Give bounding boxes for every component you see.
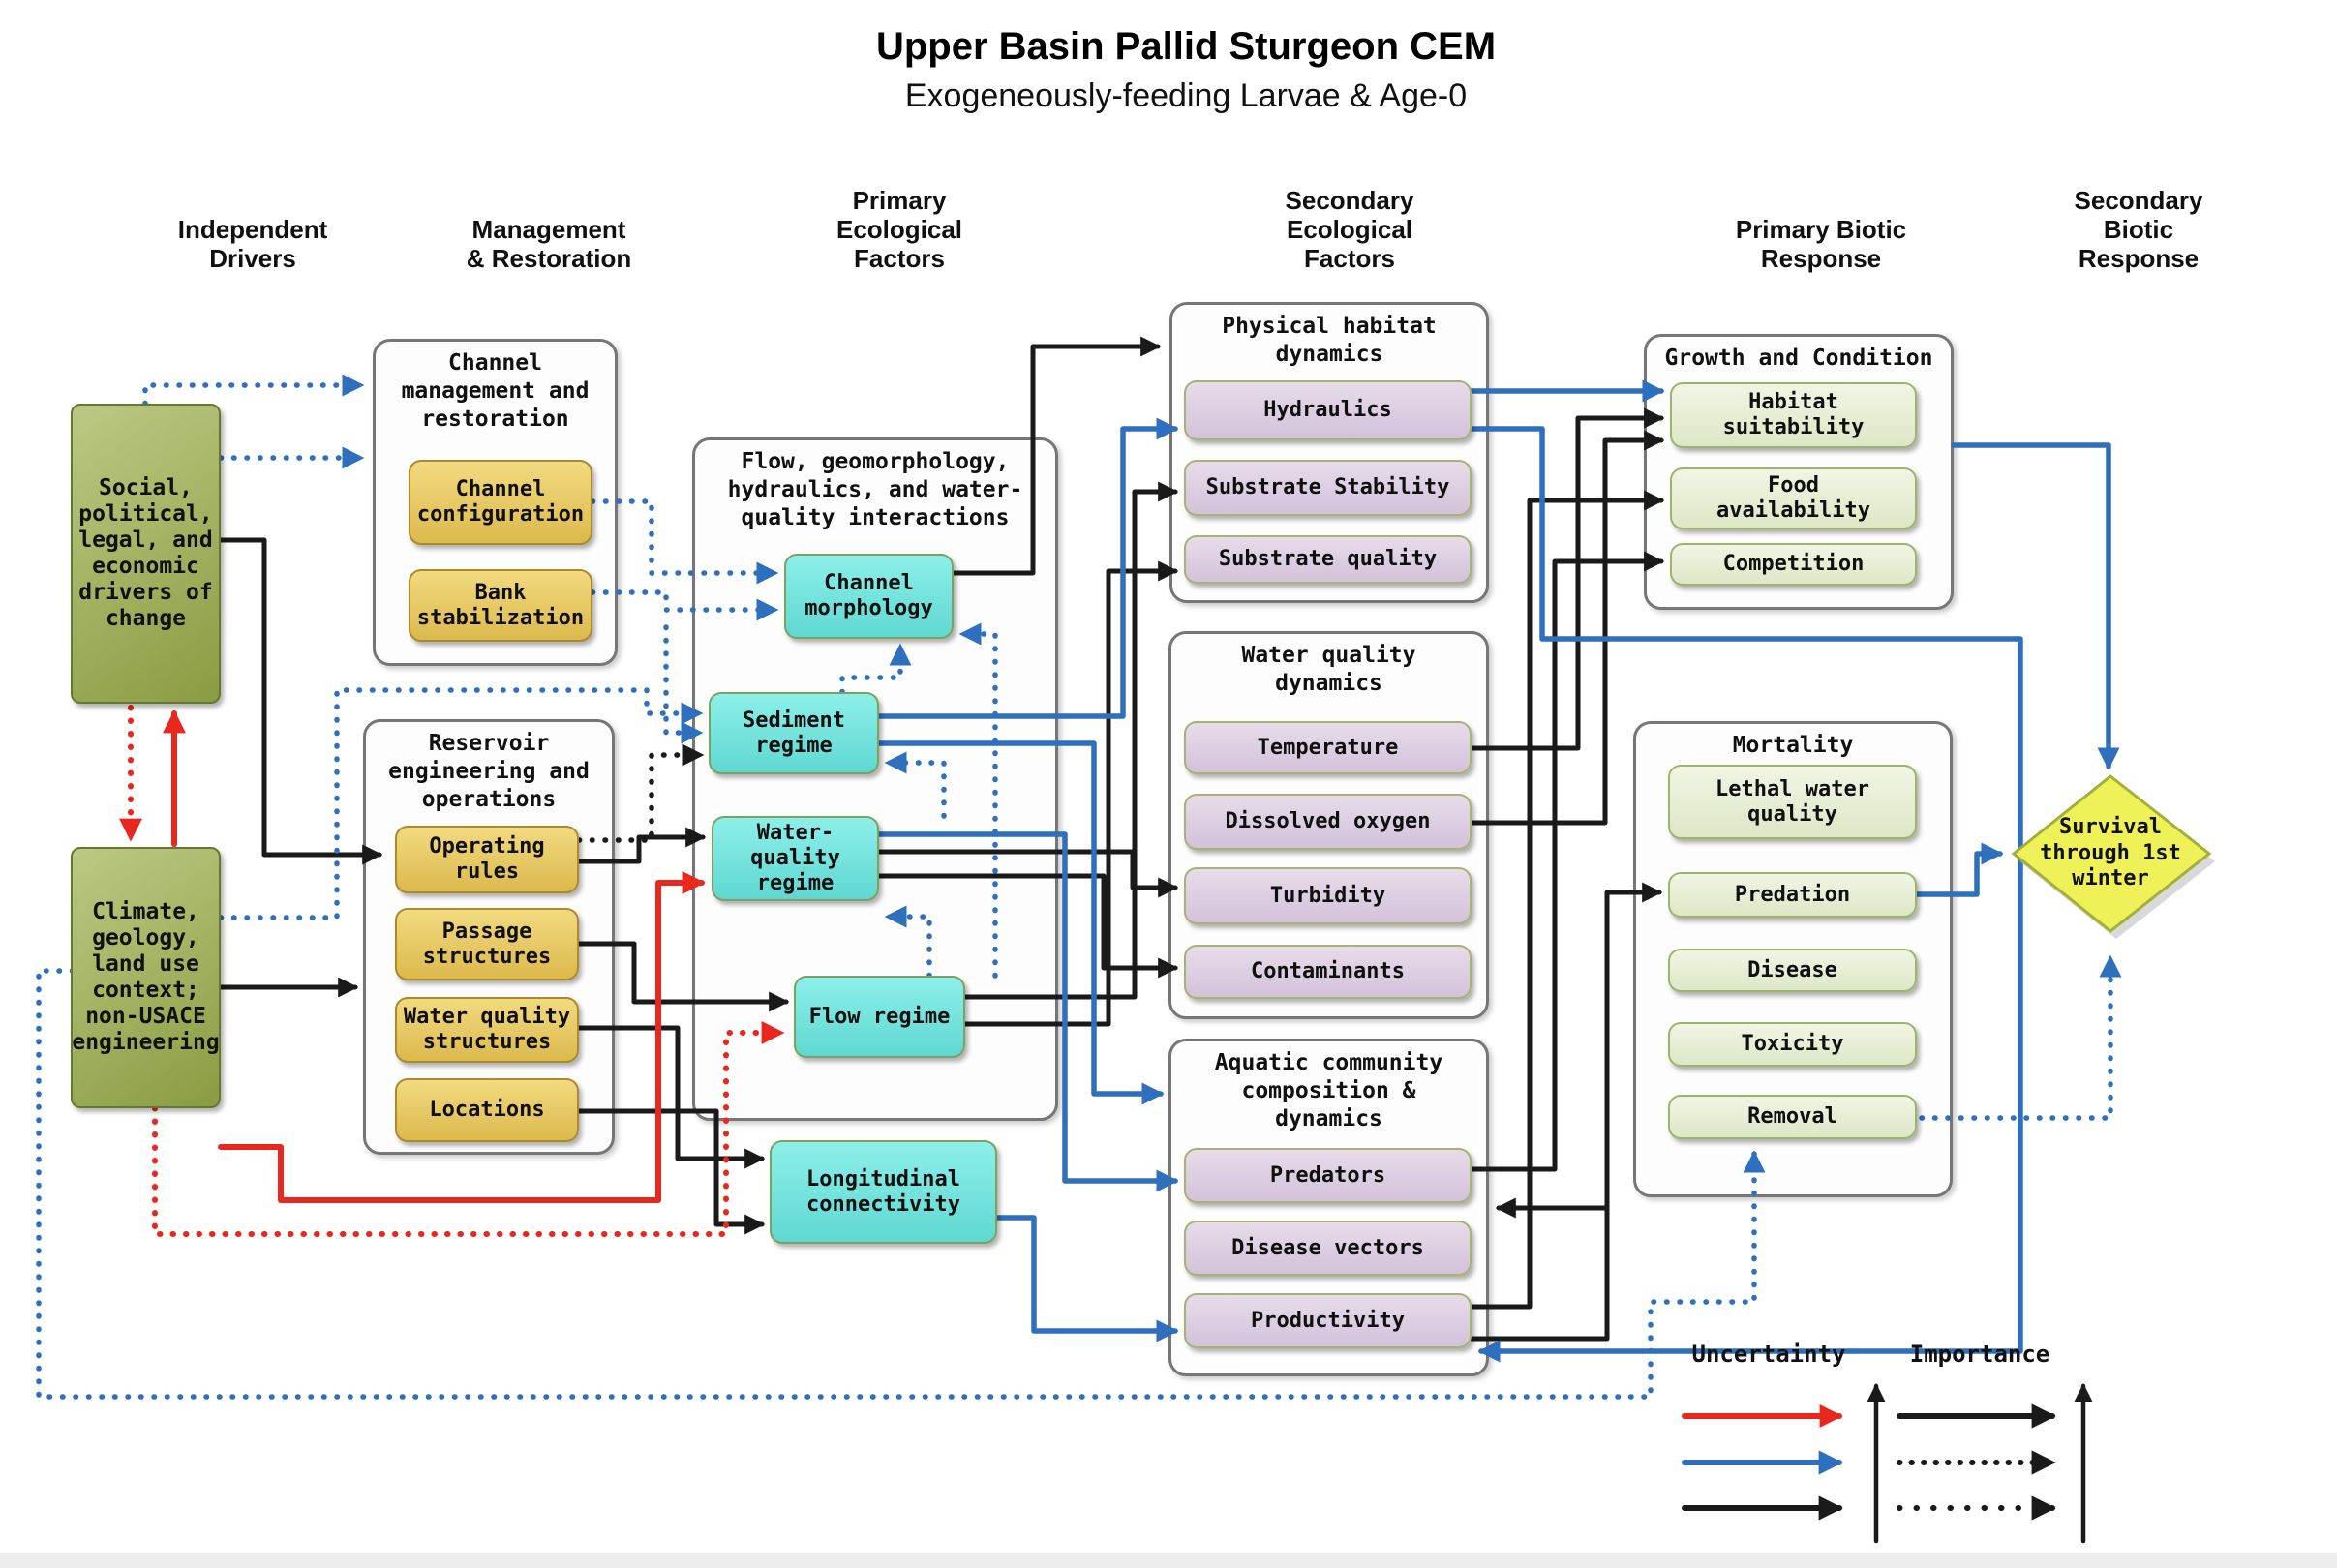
node-water-quality-structures: Water quality structures [395, 997, 579, 1063]
node-locations: Locations [395, 1078, 579, 1142]
group-title-physical-habitat: Physical habitat dynamics [1222, 314, 1437, 367]
group-title-aquatic-community: Aquatic community composition & dynamics [1214, 1050, 1443, 1131]
group-title-flow-geomorphology: Flow, geomorphology, hydraulics, and wat… [727, 449, 1023, 530]
node-lethal-water-quality: Lethal water quality [1668, 765, 1917, 839]
node-substrate-stability: Substrate Stability [1184, 460, 1472, 516]
group-title-water-quality-dynamics: Water quality dynamics [1241, 643, 1416, 696]
group-title-reservoir-engineering: Reservoir engineering and operations [388, 731, 590, 812]
node-toxicity: Toxicity [1668, 1022, 1917, 1067]
node-substrate-quality: Substrate quality [1184, 535, 1472, 584]
node-dissolved-oxygen: Dissolved oxygen [1184, 794, 1472, 850]
bottom-strip [0, 1553, 2337, 1568]
legend-arrows [1682, 1383, 2093, 1544]
column-header-independent-drivers: Independent Drivers [177, 215, 328, 274]
group-title-growth-condition: Growth and Condition [1664, 346, 1933, 371]
node-disease-vectors: Disease vectors [1184, 1221, 1472, 1276]
node-social-political-drivers: Social, political, legal, and economic d… [71, 404, 221, 704]
node-water-quality-regime: Water- quality regime [712, 816, 879, 901]
legend-uncertainty-label: Uncertainty [1691, 1341, 1846, 1368]
column-header-management-restoration: Management & Restoration [466, 215, 632, 274]
node-habitat-suitability: Habitat suitability [1670, 382, 1917, 448]
legend-importance-label: Importance [1909, 1341, 2050, 1368]
node-channel-morphology: Channel morphology [784, 554, 954, 639]
column-header-primary-biotic-response: Primary Biotic Response [1735, 215, 1907, 274]
node-climate-geology-context: Climate, geology, land use context; non-… [71, 847, 221, 1108]
node-flow-regime: Flow regime [794, 976, 965, 1058]
group-title-mortality: Mortality [1732, 733, 1854, 758]
node-operating-rules: Operating rules [395, 826, 579, 893]
node-turbidity: Turbidity [1184, 867, 1472, 924]
node-productivity: Productivity [1184, 1293, 1472, 1348]
node-contaminants: Contaminants [1184, 945, 1472, 999]
node-passage-structures: Passage structures [395, 908, 579, 980]
page-subtitle: Exogeneously-feeding Larvae & Age-0 [904, 77, 1468, 114]
node-hydraulics: Hydraulics [1184, 380, 1472, 440]
node-food-availability: Food availability [1670, 467, 1917, 529]
node-predators: Predators [1184, 1148, 1472, 1203]
node-longitudinal-connectivity: Longitudinal connectivity [770, 1140, 997, 1244]
column-header-primary-ecological-factors: Primary Ecological Factors [835, 186, 963, 274]
node-channel-configuration: Channel configuration [409, 460, 592, 545]
column-header-secondary-ecological-factors: Secondary Ecological Factors [1285, 186, 1414, 274]
node-survival-through-first-winter: Survival through 1st winter [2040, 815, 2181, 891]
node-sediment-regime: Sediment regime [709, 692, 879, 774]
node-removal: Removal [1668, 1095, 1917, 1139]
node-predation: Predation [1668, 872, 1917, 918]
node-disease: Disease [1668, 949, 1917, 992]
node-temperature: Temperature [1184, 721, 1472, 774]
page-title: Upper Basin Pallid Sturgeon CEM [875, 25, 1497, 68]
node-competition: Competition [1670, 543, 1917, 586]
group-title-channel-management: Channel management and restoration [401, 350, 590, 432]
column-header-secondary-biotic-response: Secondary Biotic Response [2074, 186, 2203, 274]
node-bank-stabilization: Bank stabilization [409, 569, 592, 642]
